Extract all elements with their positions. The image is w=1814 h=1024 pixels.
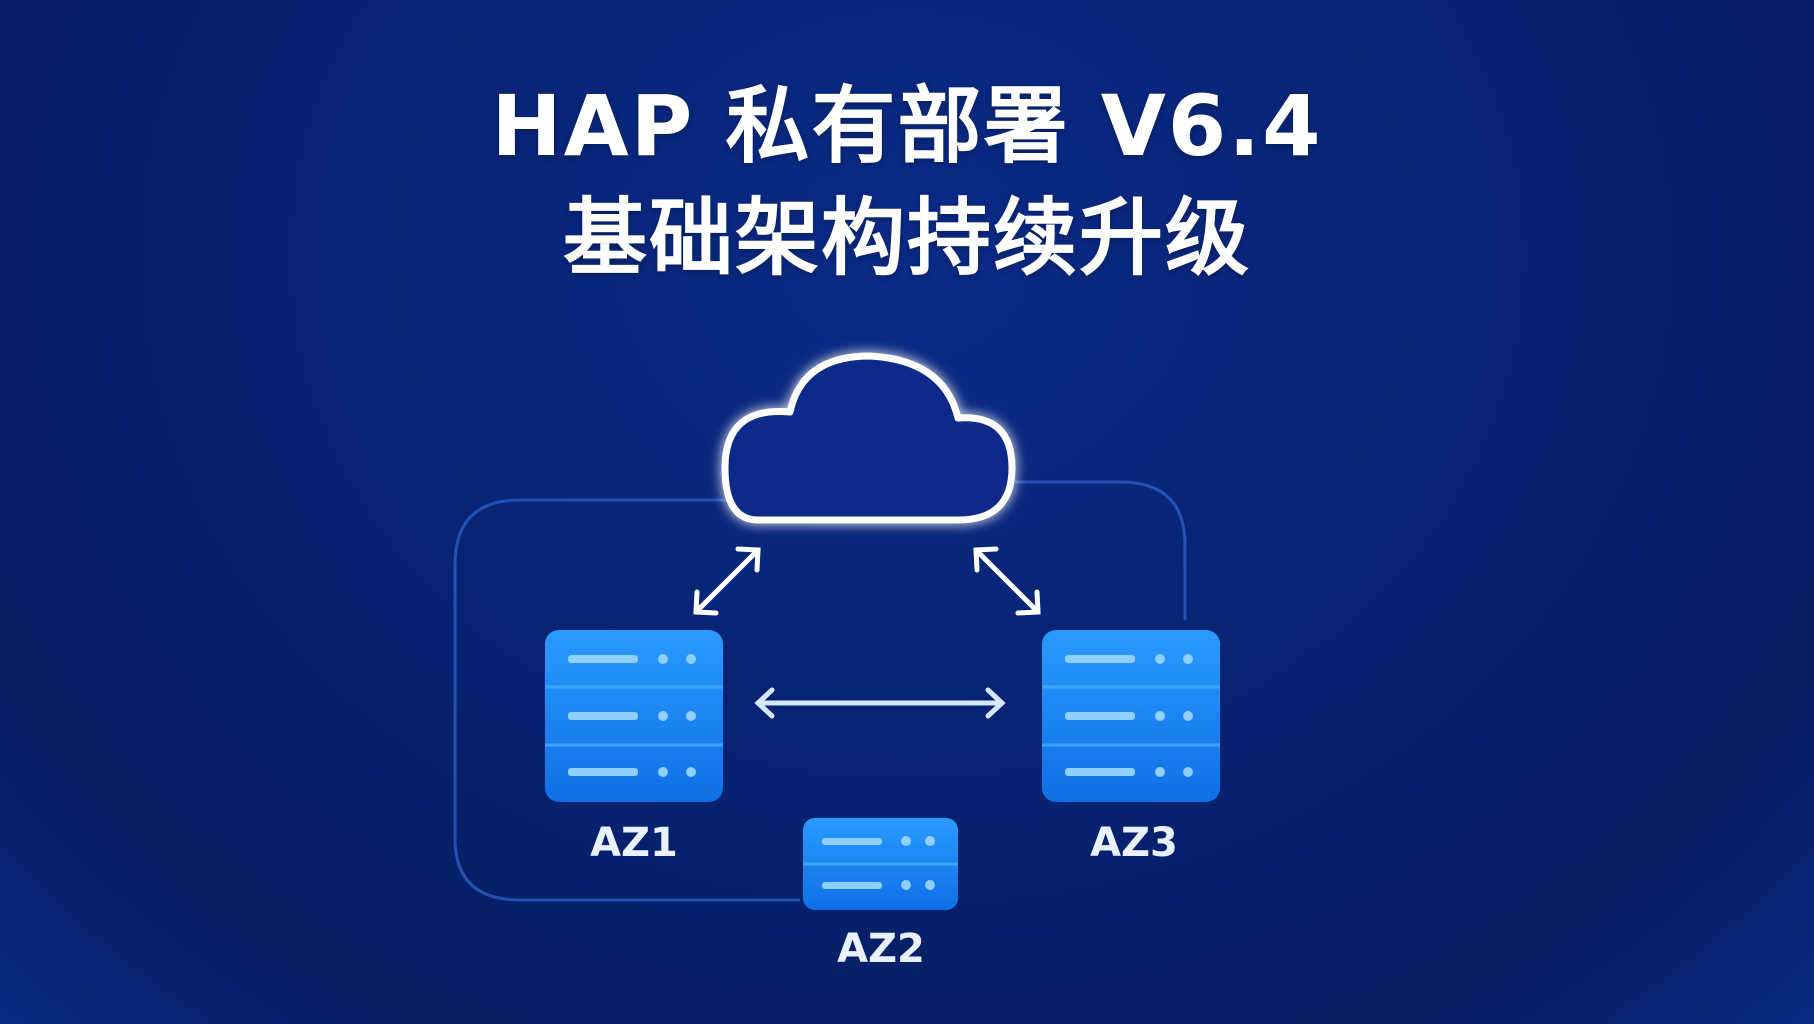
server-slot	[568, 712, 638, 720]
server-az3[interactable]	[1042, 630, 1220, 802]
arrow-az1-az3	[754, 687, 1006, 719]
server-az1[interactable]	[545, 630, 723, 802]
server-slot	[1065, 768, 1135, 776]
arrow-cloud-az1	[693, 546, 761, 616]
server-slot	[568, 655, 638, 663]
server-slot	[568, 768, 638, 776]
page-title: HAP 私有部署 V6.4 基础架构持续升级	[0, 70, 1814, 294]
title-line-2: 基础架构持续升级	[562, 189, 1251, 287]
az3-label: AZ3	[1090, 820, 1178, 866]
server-slot	[822, 838, 882, 845]
title-line-1: HAP 私有部署 V6.4	[491, 77, 1323, 175]
az1-label: AZ1	[590, 820, 678, 866]
server-slot	[1065, 712, 1135, 720]
server-az2[interactable]	[803, 818, 958, 910]
az2-label: AZ2	[837, 926, 925, 972]
zone-boundary	[453, 480, 1187, 902]
server-slot	[1065, 655, 1135, 663]
cloud-icon	[721, 352, 1016, 524]
server-slot	[822, 882, 882, 889]
arrow-cloud-az3	[973, 546, 1041, 616]
